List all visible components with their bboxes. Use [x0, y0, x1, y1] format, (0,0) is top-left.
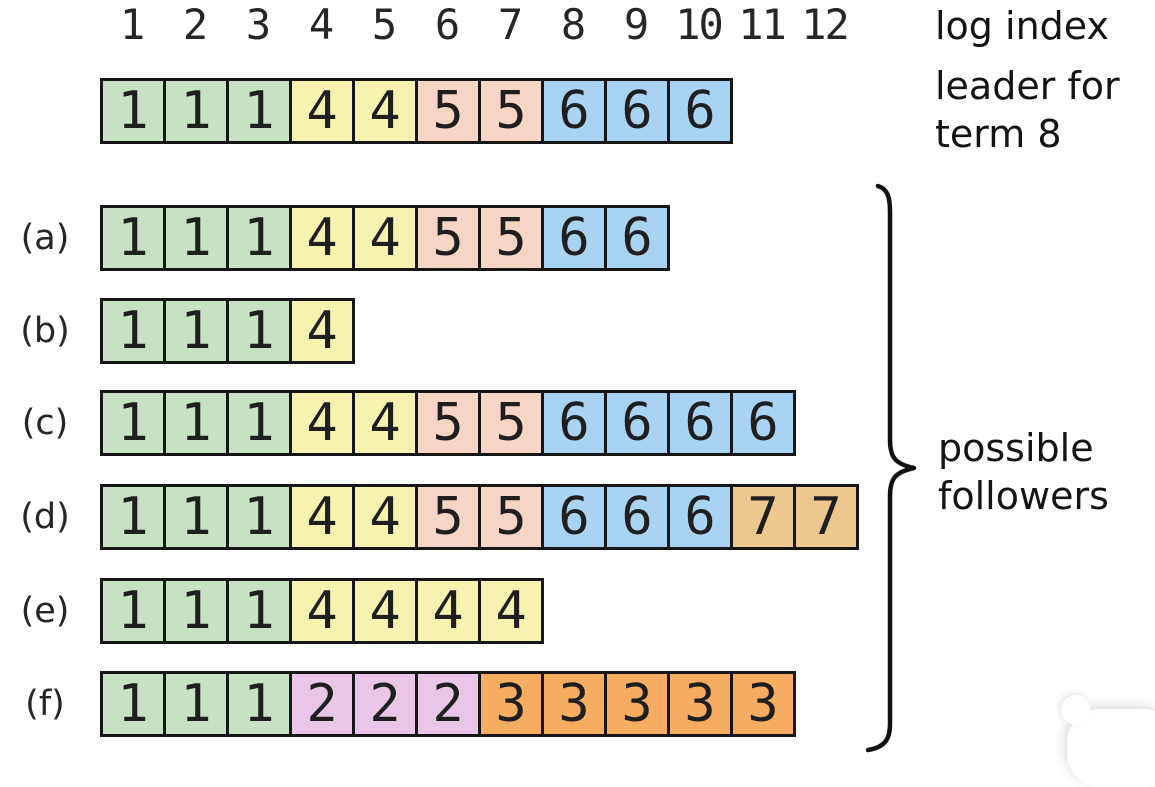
- leader-log-entry-8: 6: [541, 78, 607, 144]
- follower-log-c-entry-9: 6: [604, 390, 670, 456]
- log-index-10: 10: [675, 0, 724, 49]
- log-index-3: 3: [245, 0, 271, 49]
- follower-label-e: (e): [20, 591, 70, 631]
- log-index-9: 9: [623, 0, 649, 49]
- follower-log-e-entry-5: 4: [352, 578, 418, 644]
- follower-label-c: (c): [21, 403, 69, 443]
- follower-log-a-entry-4: 4: [289, 205, 355, 271]
- follower-log-a-entry-8: 6: [541, 205, 607, 271]
- follower-log-f-entry-2: 1: [163, 671, 229, 737]
- follower-label-d: (d): [20, 497, 70, 537]
- leader-log-entry-5: 4: [352, 78, 418, 144]
- follower-log-c-entry-3: 1: [226, 390, 292, 456]
- log-index-4: 4: [308, 0, 334, 49]
- follower-log-a-entry-9: 6: [604, 205, 670, 271]
- follower-log-a-entry-7: 5: [478, 205, 544, 271]
- follower-log-f-entry-3: 1: [226, 671, 292, 737]
- log-index-8: 8: [560, 0, 586, 49]
- log-index-11: 11: [738, 0, 787, 49]
- follower-log-b-entry-1: 1: [100, 298, 166, 364]
- follower-log-c-entry-10: 6: [667, 390, 733, 456]
- follower-log-f-entry-11: 3: [730, 671, 796, 737]
- follower-log-d-entry-3: 1: [226, 484, 292, 550]
- possible-followers-line1: possible: [938, 426, 1094, 470]
- leader-log-entry-1: 1: [100, 78, 166, 144]
- follower-log-e-entry-2: 1: [163, 578, 229, 644]
- follower-log-c-entry-7: 5: [478, 390, 544, 456]
- follower-log-e-entry-1: 1: [100, 578, 166, 644]
- log-index-5: 5: [371, 0, 397, 49]
- follower-log-d-entry-10: 6: [667, 484, 733, 550]
- follower-log-d-entry-1: 1: [100, 484, 166, 550]
- follower-log-a-entry-6: 5: [415, 205, 481, 271]
- follower-log-e-entry-7: 4: [478, 578, 544, 644]
- leader-log-entry-3: 1: [226, 78, 292, 144]
- follower-label-b: (b): [20, 311, 70, 351]
- leader-log-entry-6: 5: [415, 78, 481, 144]
- follower-log-e-entry-3: 1: [226, 578, 292, 644]
- follower-log-d-entry-2: 1: [163, 484, 229, 550]
- leader-log-entry-4: 4: [289, 78, 355, 144]
- follower-log-d-entry-8: 6: [541, 484, 607, 550]
- follower-log-c-entry-5: 4: [352, 390, 418, 456]
- follower-log-f-entry-9: 3: [604, 671, 670, 737]
- follower-log-c-entry-8: 6: [541, 390, 607, 456]
- follower-log-f-entry-4: 2: [289, 671, 355, 737]
- leader-caption: leader for term 8: [935, 62, 1120, 158]
- follower-log-f-entry-10: 3: [667, 671, 733, 737]
- leader-log-entry-9: 6: [604, 78, 670, 144]
- follower-log-f-entry-7: 3: [478, 671, 544, 737]
- log-index-2: 2: [182, 0, 208, 49]
- follower-log-c-entry-6: 5: [415, 390, 481, 456]
- follower-log-f-entry-1: 1: [100, 671, 166, 737]
- follower-log-e-entry-6: 4: [415, 578, 481, 644]
- possible-followers-brace: [865, 183, 917, 753]
- corner-artifact-bump: [1061, 695, 1091, 725]
- follower-log-d-entry-9: 6: [604, 484, 670, 550]
- follower-log-a-entry-1: 1: [100, 205, 166, 271]
- follower-log-f-entry-6: 2: [415, 671, 481, 737]
- leader-log-entry-7: 5: [478, 78, 544, 144]
- follower-log-a-entry-2: 1: [163, 205, 229, 271]
- follower-log-d-entry-7: 5: [478, 484, 544, 550]
- follower-log-a-entry-3: 1: [226, 205, 292, 271]
- leader-caption-line2: term 8: [935, 112, 1062, 156]
- follower-label-a: (a): [20, 218, 70, 258]
- follower-log-d-entry-5: 4: [352, 484, 418, 550]
- follower-log-a-entry-5: 4: [352, 205, 418, 271]
- follower-log-c-entry-4: 4: [289, 390, 355, 456]
- follower-log-b-entry-2: 1: [163, 298, 229, 364]
- follower-log-b-entry-4: 4: [289, 298, 355, 364]
- follower-log-e-entry-4: 4: [289, 578, 355, 644]
- follower-log-c-entry-1: 1: [100, 390, 166, 456]
- possible-followers-line2: followers: [938, 474, 1109, 518]
- follower-log-d-entry-11: 7: [730, 484, 796, 550]
- follower-log-f-entry-5: 2: [352, 671, 418, 737]
- follower-log-f-entry-8: 3: [541, 671, 607, 737]
- possible-followers-label: possible followers: [938, 424, 1109, 520]
- follower-log-d-entry-4: 4: [289, 484, 355, 550]
- leader-caption-line1: leader for: [935, 64, 1120, 108]
- leader-log-entry-2: 1: [163, 78, 229, 144]
- follower-log-c-entry-2: 1: [163, 390, 229, 456]
- leader-log-entry-10: 6: [667, 78, 733, 144]
- follower-log-d-entry-6: 5: [415, 484, 481, 550]
- log-index-12: 12: [801, 0, 850, 49]
- log-index-7: 7: [497, 0, 523, 49]
- follower-log-b-entry-3: 1: [226, 298, 292, 364]
- follower-log-d-entry-12: 7: [793, 484, 859, 550]
- follower-label-f: (f): [25, 684, 65, 724]
- log-index-label: log index: [935, 4, 1109, 48]
- follower-log-c-entry-11: 6: [730, 390, 796, 456]
- log-index-6: 6: [434, 0, 460, 49]
- corner-artifact: [1061, 695, 1155, 787]
- log-index-1: 1: [119, 0, 145, 49]
